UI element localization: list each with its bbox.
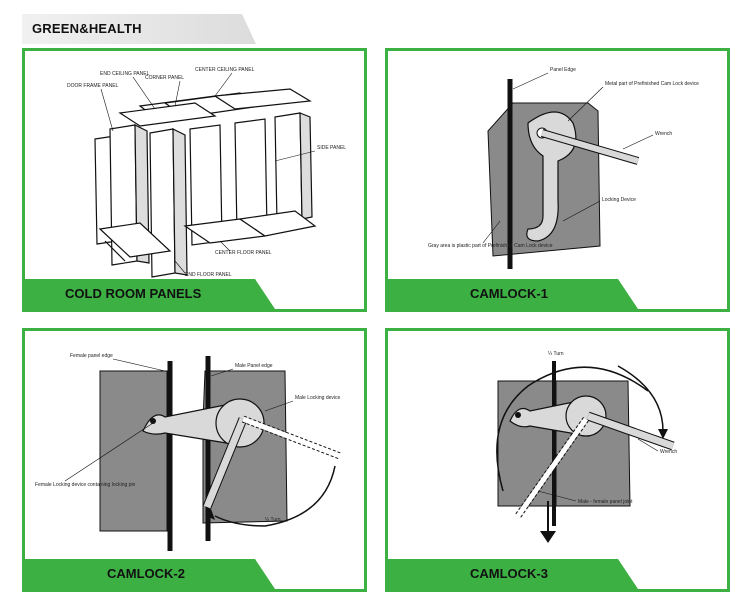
- caption-text: CAMLOCK-2: [107, 566, 185, 581]
- label-male-female-joint: Male - female panel joint: [578, 499, 633, 505]
- label-quarter-turn: ¼ Turn: [265, 517, 281, 523]
- panel-camlock-2: Female panel edge Male Panel edge Male L…: [22, 328, 367, 592]
- panel-camlock-1: Panel Edge Metal part of Prefinished Cam…: [385, 48, 730, 312]
- label-female-locking-device: Female Locking device containing locking…: [35, 482, 136, 488]
- panel-camlock-3: ¼ Turn Wrench Male - female panel joint …: [385, 328, 730, 592]
- label-end-floor-panel: END FLOOR PANEL: [185, 272, 232, 278]
- brand-header: GREEN&HEALTH: [22, 14, 256, 44]
- caption-text: COLD ROOM PANELS: [65, 286, 202, 301]
- label-quarter-turn: ¼ Turn: [548, 351, 564, 357]
- label-corner-panel: CORNER PANEL: [145, 75, 184, 81]
- camlock-2-diagram: Female panel edge Male Panel edge Male L…: [35, 353, 342, 551]
- label-male-locking-device: Male Locking device: [295, 395, 341, 401]
- label-wrench: Wrench: [660, 449, 677, 455]
- label-panel-edge: Panel Edge: [550, 67, 576, 73]
- caption-banner-shape: [25, 279, 275, 309]
- caption-banner-shape: [25, 559, 275, 589]
- caption-banner-shape: [388, 279, 638, 309]
- label-metal-part: Metal part of Prefinished Cam Lock devic…: [605, 81, 699, 87]
- label-end-ceiling-panel: END CEILING PANEL: [100, 71, 150, 77]
- camlock-1-diagram: Panel Edge Metal part of Prefinished Cam…: [428, 67, 699, 269]
- brand-title: GREEN&HEALTH: [32, 21, 142, 36]
- panel-cold-room: CENTER CEILING PANEL END CEILING PANEL C…: [22, 48, 367, 312]
- label-side-panel: SIDE PANEL: [317, 145, 346, 151]
- camlock-3-diagram: ¼ Turn Wrench Male - female panel joint: [496, 351, 677, 543]
- label-door-frame-panel: DOOR FRAME PANEL: [67, 83, 119, 89]
- label-center-floor-panel: CENTER FLOOR PANEL: [215, 250, 272, 256]
- header-banner-shape: [22, 14, 256, 44]
- label-female-panel-edge: Female panel edge: [70, 353, 113, 359]
- caption-banner-shape: [388, 559, 638, 589]
- label-male-panel-edge: Male Panel edge: [235, 363, 273, 369]
- label-locking-device: Locking Device: [602, 197, 636, 203]
- caption-text: CAMLOCK-3: [470, 566, 548, 581]
- label-wrench: Wrench: [655, 131, 672, 137]
- label-gray-area: Gray area is plastic part of Prefinished…: [428, 243, 553, 249]
- cold-room-diagram: CENTER CEILING PANEL END CEILING PANEL C…: [67, 67, 346, 278]
- label-center-ceiling-panel: CENTER CEILING PANEL: [195, 67, 255, 73]
- caption-text: CAMLOCK-1: [470, 286, 548, 301]
